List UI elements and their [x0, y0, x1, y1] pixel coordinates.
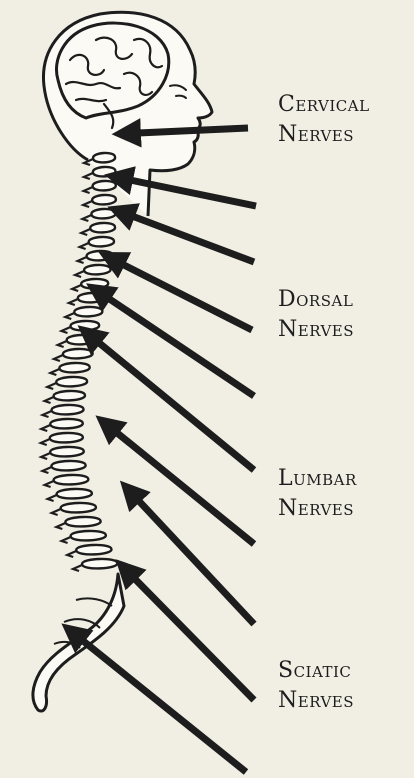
vertebra: [87, 251, 113, 260]
spinous-process: [41, 425, 50, 431]
vertebra: [74, 307, 102, 316]
label-cervical: Cervical Nerves: [278, 90, 370, 150]
spinous-process: [45, 481, 54, 487]
label-dorsal-line1: Dorsal: [278, 285, 354, 315]
spine: [41, 153, 118, 571]
spinous-process: [47, 383, 56, 389]
vertebra: [51, 461, 85, 470]
spinous-process: [45, 397, 54, 403]
arrow-icon: [134, 578, 254, 700]
spinous-process: [50, 369, 59, 375]
sacrum-icon: [33, 574, 124, 711]
label-sciatic-line2: Nerves: [278, 686, 354, 716]
label-lumbar: Lumbar Nerves: [278, 464, 357, 524]
spinous-process: [41, 453, 50, 459]
arrow-icon: [82, 640, 246, 772]
spinous-process: [65, 313, 74, 319]
vertebra: [54, 391, 85, 400]
spinous-process: [54, 355, 63, 361]
vertebra: [93, 167, 116, 176]
spinous-process: [62, 537, 71, 543]
vertebra: [57, 489, 92, 498]
vertebra: [78, 293, 106, 302]
vertebra: [52, 405, 84, 414]
spinous-process: [78, 257, 87, 263]
spinous-process: [82, 215, 91, 221]
spinous-process: [84, 187, 93, 193]
vertebra: [54, 475, 89, 484]
spinous-process: [41, 439, 50, 445]
spinous-process: [83, 201, 92, 207]
label-lumbar-line2: Nerves: [278, 494, 357, 524]
vertebra: [91, 209, 115, 218]
spinous-process: [48, 495, 57, 501]
label-dorsal-line2: Nerves: [278, 315, 354, 345]
label-dorsal: Dorsal Nerves: [278, 285, 354, 345]
vertebra: [50, 419, 83, 428]
arrow-icon: [138, 128, 248, 133]
vertebra: [76, 545, 111, 554]
spinous-process: [61, 327, 70, 333]
arrow-icon: [138, 500, 254, 624]
vertebra: [70, 321, 99, 330]
vertebra: [61, 503, 96, 512]
vertebra: [65, 517, 100, 526]
spinous-process: [73, 565, 82, 571]
spinous-process: [75, 271, 84, 277]
spinous-process: [52, 509, 61, 515]
label-sciatic: Sciatic Nerves: [278, 656, 354, 716]
label-lumbar-line1: Lumbar: [278, 464, 357, 494]
vertebra: [81, 279, 108, 288]
arrow-icon: [98, 342, 254, 470]
vertebra: [93, 153, 115, 162]
vertebra: [82, 559, 117, 568]
vertebra: [67, 335, 96, 344]
spinous-process: [58, 341, 67, 347]
vertebra: [93, 181, 116, 190]
vertebra: [71, 531, 106, 540]
label-cervical-line2: Nerves: [278, 120, 370, 150]
vertebra: [92, 195, 116, 204]
vertebra: [84, 265, 111, 274]
vertebra: [90, 223, 115, 232]
spinous-process: [84, 173, 93, 179]
spinous-process: [72, 285, 81, 291]
vertebra: [56, 377, 87, 386]
spinous-process: [80, 243, 89, 249]
spinous-process: [42, 467, 51, 473]
arrow-icon: [132, 216, 254, 262]
spinous-process: [69, 299, 78, 305]
spinous-process: [43, 411, 52, 417]
vertebra: [59, 363, 89, 372]
arrow-icon: [108, 298, 254, 396]
vertebra: [50, 447, 84, 456]
vertebra: [89, 237, 114, 246]
vertebra: [50, 433, 83, 442]
spinous-process: [67, 551, 76, 557]
label-sciatic-line1: Sciatic: [278, 656, 354, 686]
spinous-process: [56, 523, 65, 529]
spinous-process: [81, 229, 90, 235]
vertebra: [63, 349, 93, 358]
label-cervical-line1: Cervical: [278, 90, 370, 120]
